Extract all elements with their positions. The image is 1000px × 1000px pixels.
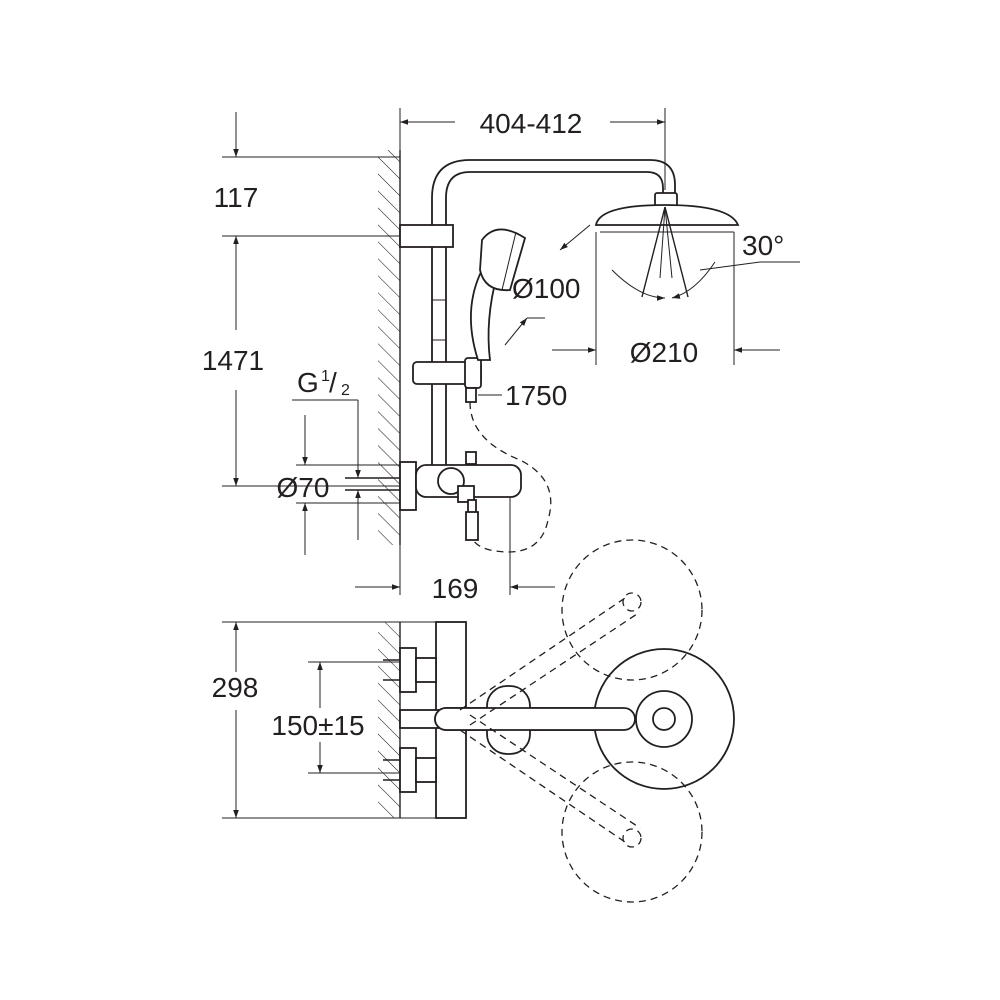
- spout-projection-label: 169: [432, 573, 479, 604]
- rail-length-label: 1471: [202, 345, 264, 376]
- top-height-label: 117: [214, 182, 259, 213]
- wall-top: [378, 622, 401, 818]
- mixer-height-label: 298: [212, 672, 259, 703]
- side-view: 404-412 117 1471 G 1 / 2: [202, 108, 800, 604]
- dim-width: 404-412: [399, 108, 666, 190]
- thread-label: G: [297, 367, 319, 398]
- dim-flange: Ø70: [277, 415, 400, 555]
- hand-shower-diameter-label: Ø100: [512, 273, 581, 304]
- thread-denominator: 2: [341, 382, 350, 399]
- thread-slash: /: [329, 367, 337, 398]
- thread-numerator: 1: [321, 368, 330, 385]
- hand-shower-side: [465, 228, 527, 403]
- dim-top-height: 117: [214, 112, 400, 237]
- dim-mixer-height: 298: [212, 621, 466, 819]
- dim-hose: 1750: [478, 380, 567, 411]
- dim-rail-length: 1471: [202, 236, 400, 487]
- thermostat-mixer-side: [345, 451, 522, 541]
- hose-length-label: 1750: [505, 380, 567, 411]
- diverter: [457, 485, 475, 503]
- wall-bracket: [399, 224, 454, 248]
- head-shower-side: [594, 192, 800, 301]
- dim-thread: G 1 / 2: [292, 367, 361, 540]
- top-view: 298 150±15: [212, 539, 735, 903]
- hose: [469, 401, 552, 553]
- tilt-angle-label: 30°: [742, 230, 784, 261]
- inlet-spacing-label: 150±15: [271, 710, 364, 741]
- flange-diameter-label: Ø70: [277, 472, 330, 503]
- dim-head-shower: Ø210: [552, 232, 780, 368]
- shower-arm-top: [434, 648, 735, 790]
- dim-spout: 169: [355, 497, 555, 604]
- head-shower-diameter-label: Ø210: [630, 337, 699, 368]
- width-range-label: 404-412: [480, 108, 583, 139]
- swivel-positions: [459, 539, 703, 903]
- dim-inlet-spacing: 150±15: [271, 661, 400, 774]
- dim-hand-shower: Ø100: [504, 224, 591, 346]
